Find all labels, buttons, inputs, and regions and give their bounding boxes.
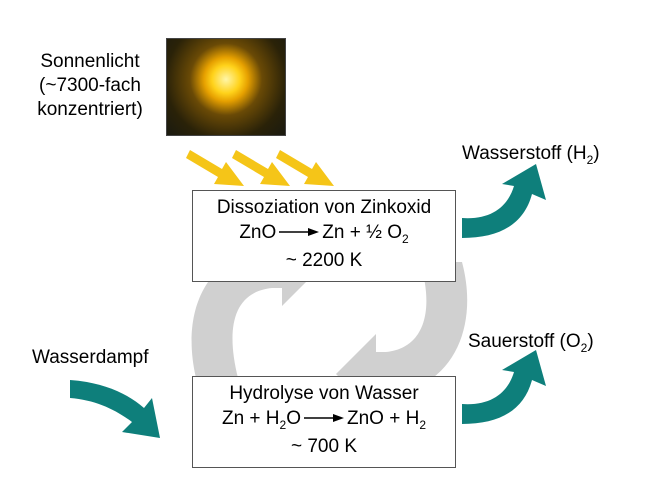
hydrogen-label-subscript: 2: [586, 153, 594, 167]
hydrogen-arrow-icon: [462, 164, 546, 238]
reaction-arrow-icon: [279, 228, 320, 236]
hydrolysis-temperature: ~ 700 K: [290, 436, 358, 457]
steam-label: Wasserdampf: [32, 347, 149, 368]
sun-ray-2: [232, 150, 290, 186]
eq-products: ZnO + H: [347, 408, 420, 429]
hydrogen-label-suffix: ): [593, 143, 600, 164]
eq-products: Zn + ½ O: [322, 222, 402, 243]
oxygen-label-subscript: 2: [580, 341, 588, 355]
teal-arrows: [70, 164, 546, 438]
steam-arrow-icon: [70, 380, 160, 438]
hydrogen-label-text: Wasserstoff (H: [462, 143, 587, 164]
sun-ray-1: [186, 150, 244, 186]
eq-reactant: ZnO: [239, 222, 277, 243]
sunlight-label: Sonnenlicht (~7300-fach konzentriert): [20, 50, 160, 122]
sun-image: [166, 38, 286, 136]
hydrolysis-title: Hydrolyse von Wasser: [229, 383, 419, 404]
dissociation-temperature: ~ 2200 K: [285, 250, 363, 271]
sun-ray-3: [276, 150, 334, 186]
eq-products-subscript: 2: [419, 418, 427, 432]
dissociation-title: Dissoziation von Zinkoxid: [216, 197, 432, 218]
oxygen-arrow-icon: [462, 350, 546, 424]
eq-products-subscript: 2: [402, 232, 409, 246]
reaction-arrow-icon: [304, 414, 344, 422]
oxygen-label-text: Sauerstoff (O: [468, 331, 581, 352]
eq-reactants-subscript: 2: [279, 418, 287, 432]
sun-rays: [186, 150, 334, 186]
eq-reactants: Zn + H: [221, 408, 280, 429]
oxygen-label-suffix: ): [587, 331, 594, 352]
eq-reactants-suffix: O: [286, 408, 301, 429]
sunlight-line-1: Sonnenlicht: [40, 51, 140, 72]
sunlight-line-2: (~7300-fach: [39, 75, 141, 96]
sunlight-line-3: konzentriert): [37, 99, 143, 120]
